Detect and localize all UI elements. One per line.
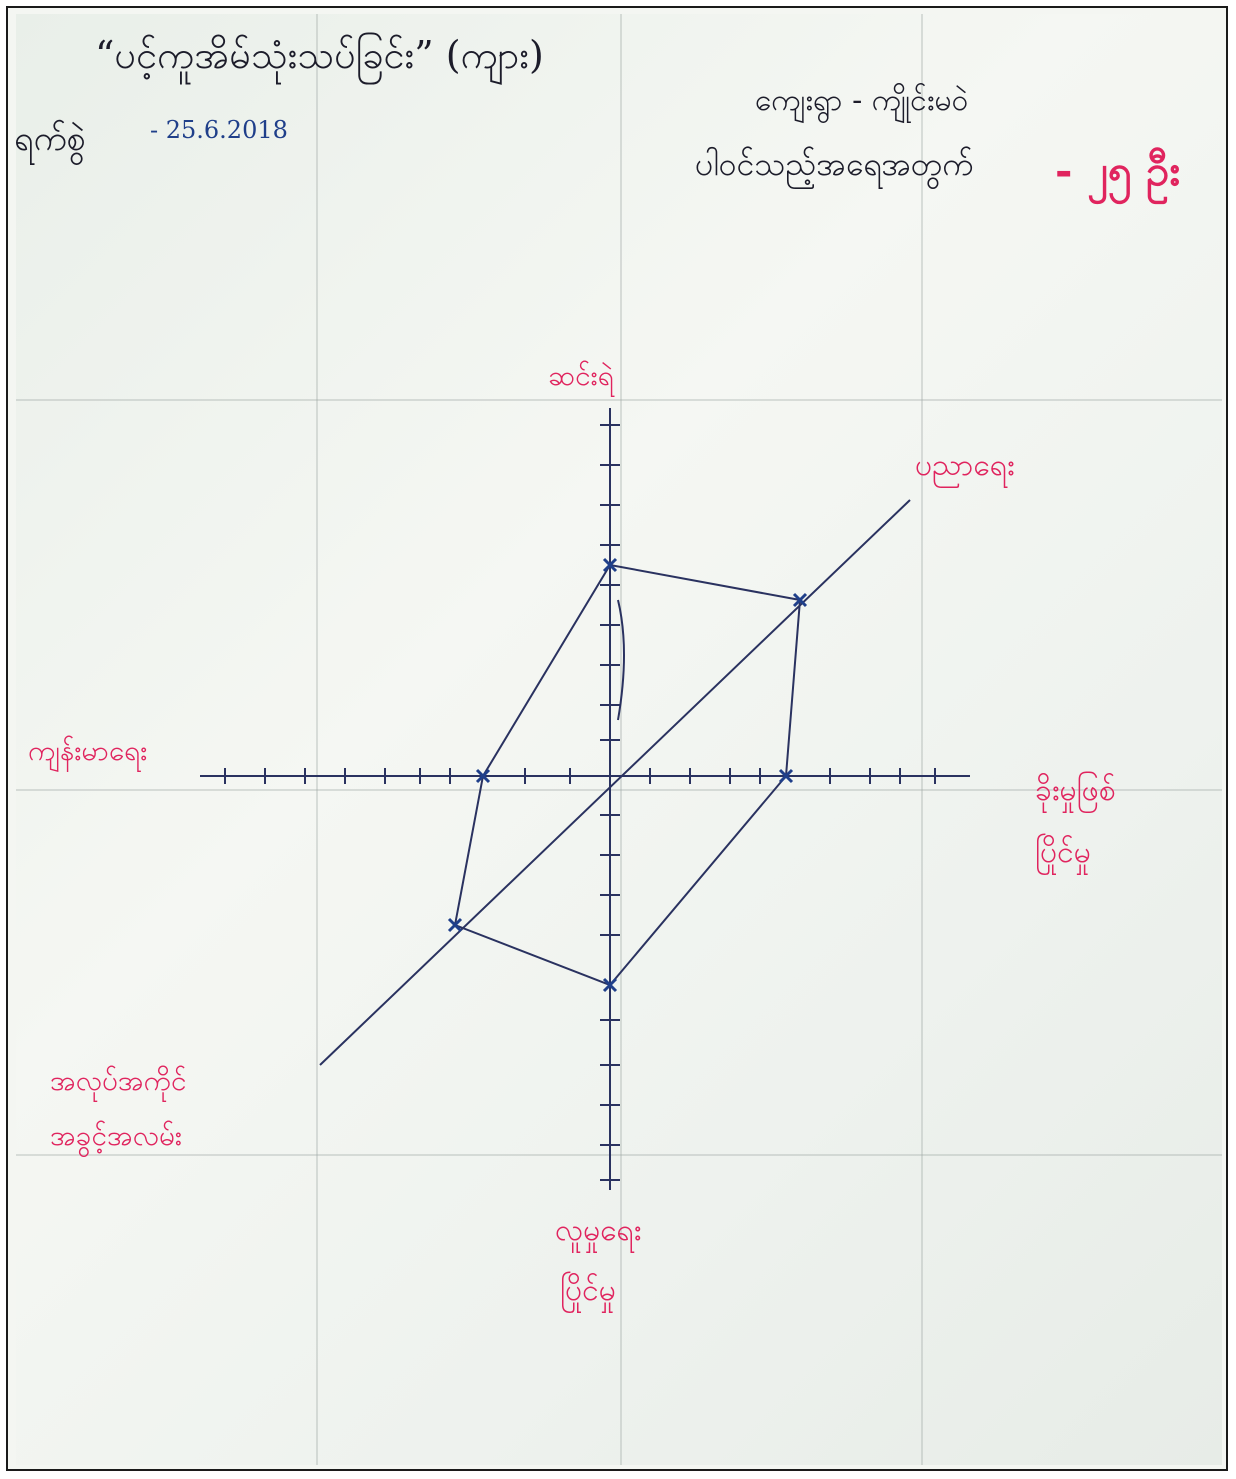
fold-line	[16, 789, 1222, 791]
participants-label: ပါဝင်သည့်အရေအတွက်	[695, 145, 973, 189]
marker-upper-right	[792, 592, 808, 608]
date-label: ရက်စွဲ	[14, 119, 86, 165]
axis-ticks	[224, 424, 936, 1181]
diagram-title: “ပင့်ကူအိမ်သုံးသပ်ခြင်း” (ကျား)	[95, 33, 544, 85]
photo-frame	[6, 6, 1228, 1471]
fold-line	[316, 14, 318, 1465]
axis-label-lower-left-line1: အလုပ်အကိုင်	[50, 1063, 187, 1103]
diagonal-axis	[319, 499, 911, 1066]
fold-line	[16, 399, 1222, 401]
fold-line	[16, 1154, 1222, 1156]
axis-label-bottom-line1: လူမှုရေး	[555, 1213, 641, 1254]
village-label: ကျေးရွာ - ကျိုင်းမဝဲ	[755, 83, 968, 124]
marker-top	[602, 557, 618, 573]
date-value: - 25.6.2018	[150, 116, 288, 144]
axis-label-top: ဆင်းရဲ	[548, 358, 616, 398]
marker-right	[778, 768, 794, 784]
axis-label-lower-left-line2: အခွင့်အလမ်း	[50, 1118, 182, 1158]
participants-count: - ၂၅ ဦး	[1055, 146, 1180, 205]
marker-left	[475, 768, 491, 784]
fold-line	[620, 14, 622, 1465]
bracket-mark	[617, 599, 625, 721]
marker-lower-left	[447, 917, 463, 933]
axis-label-right-line2: ပြိုင်မှု	[1035, 833, 1091, 876]
axis-label-left: ကျန်းမာရေး	[28, 733, 147, 773]
axis-label-upper-right: ပညာရေး	[915, 448, 1015, 489]
fold-line	[921, 14, 923, 1465]
axis-label-bottom-line2: ပြိုင်မှု	[560, 1271, 616, 1314]
axes	[200, 408, 970, 1190]
axis-label-right-line1: ခိုးမှုဖြစ်	[1035, 771, 1116, 814]
data-markers	[447, 557, 808, 993]
marker-bottom	[602, 977, 618, 993]
